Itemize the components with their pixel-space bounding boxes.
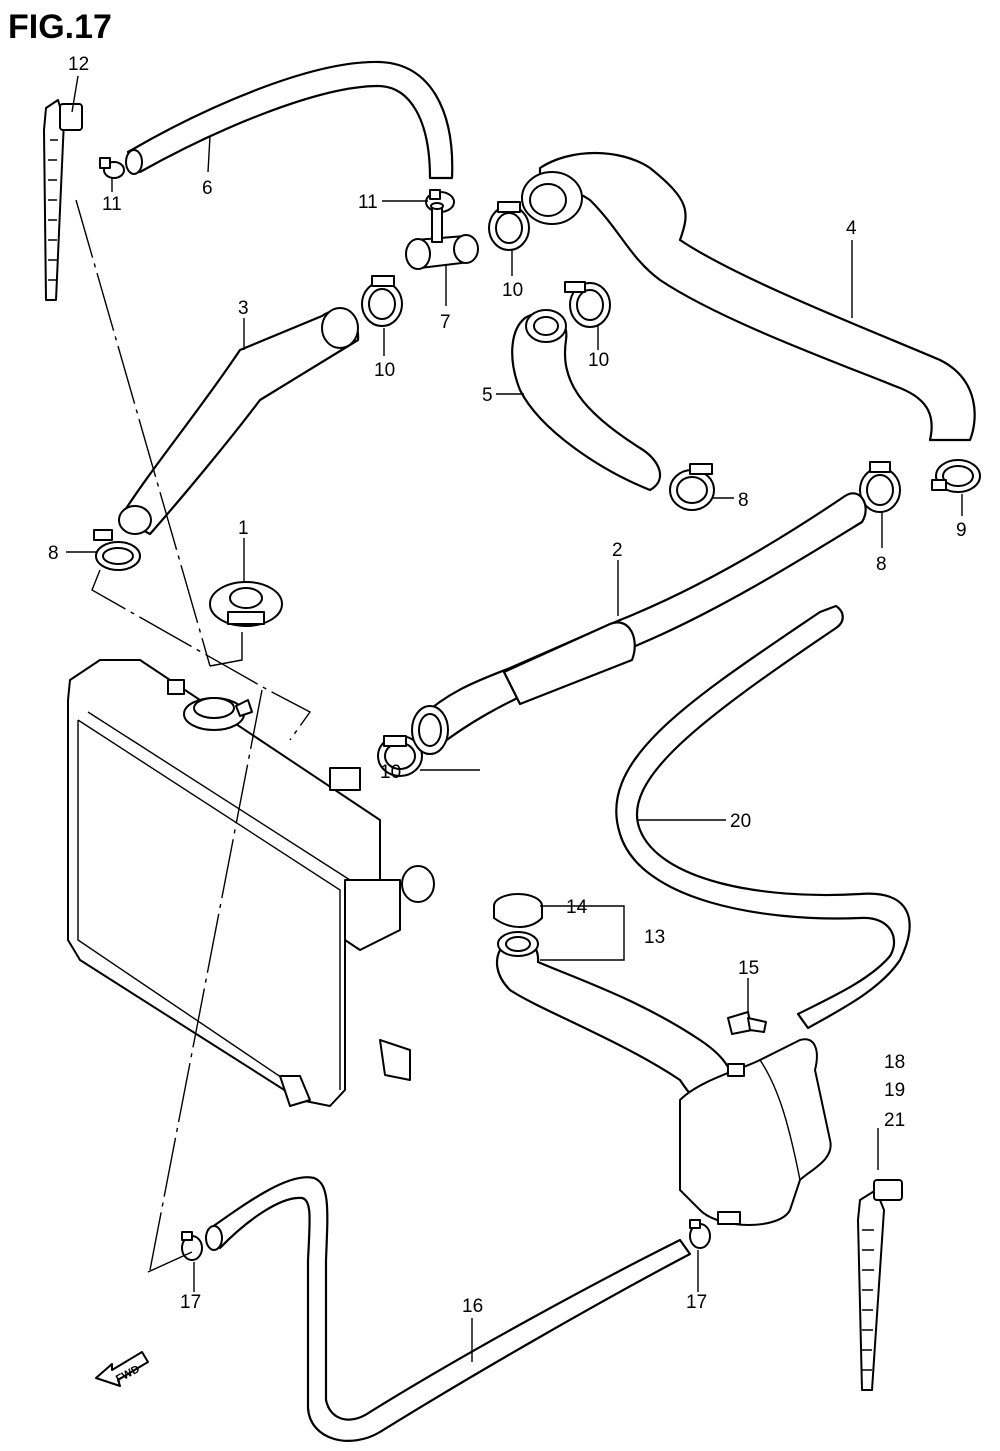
callout-7: 7 (440, 312, 451, 333)
callout-17: 17 (686, 1292, 707, 1313)
cable-tie-18 (857, 1179, 903, 1391)
callout-9: 9 (956, 520, 967, 541)
figure-title: FIG.17 (8, 8, 112, 46)
hose-4 (521, 151, 976, 442)
hose-13 (495, 931, 733, 1105)
assembly-lines (75, 199, 879, 1273)
hose-16 (205, 1176, 692, 1442)
cable-tie-12 (43, 99, 83, 301)
hose-3 (118, 307, 360, 536)
leader-lines (66, 75, 963, 1362)
hose-clamp-9 (931, 459, 981, 493)
hose-clamp-10b (361, 275, 403, 327)
callout-10: 10 (374, 360, 395, 381)
callout-19: 19 (884, 1080, 905, 1101)
callout-4: 4 (846, 218, 857, 239)
callout-10: 10 (588, 350, 609, 371)
callout-10: 10 (380, 762, 401, 783)
hose-2 (411, 492, 867, 755)
callout-17: 17 (180, 1292, 201, 1313)
callout-2: 2 (612, 540, 623, 561)
callout-21: 21 (884, 1110, 905, 1131)
callout-18: 18 (884, 1052, 905, 1073)
callout-20: 20 (730, 811, 751, 832)
callout-14: 14 (566, 897, 588, 918)
callout-15: 15 (738, 958, 759, 979)
hose-clamp-17b (689, 1219, 711, 1249)
t-pipe-7 (405, 202, 479, 270)
callout-8: 8 (738, 490, 749, 511)
reservoir-tank (679, 1038, 832, 1226)
hose-clamp-10c (564, 281, 611, 328)
hose-clamp-10a (488, 201, 530, 251)
callout-16: 16 (462, 1296, 483, 1317)
callout-12: 12 (68, 54, 89, 75)
callout-8: 8 (876, 554, 887, 575)
hose-6 (125, 60, 454, 180)
radiator (67, 659, 435, 1107)
callout-3: 3 (238, 298, 249, 319)
callout-11: 11 (358, 192, 378, 213)
hose-clamp-11a (99, 157, 125, 179)
hose-clamp-10d (377, 735, 423, 777)
radiator-cap-1 (209, 581, 283, 627)
callout-11: 11 (102, 194, 122, 215)
fwd-arrow-icon: FWD (95, 1351, 149, 1387)
callout-6: 6 (202, 178, 213, 199)
hose-clamp-8c (93, 529, 141, 571)
callout-8: 8 (48, 543, 59, 564)
callout-1: 1 (238, 518, 249, 539)
cap-14 (493, 893, 543, 928)
hose-clamp-8b (859, 461, 901, 513)
callout-5: 5 (482, 385, 493, 406)
callout-10: 10 (502, 280, 523, 301)
hose-clamp-8a (669, 463, 715, 511)
callout-13: 13 (644, 927, 665, 948)
hose-5 (511, 309, 661, 492)
hose-20 (615, 604, 911, 1030)
bolt-15 (727, 1011, 767, 1035)
